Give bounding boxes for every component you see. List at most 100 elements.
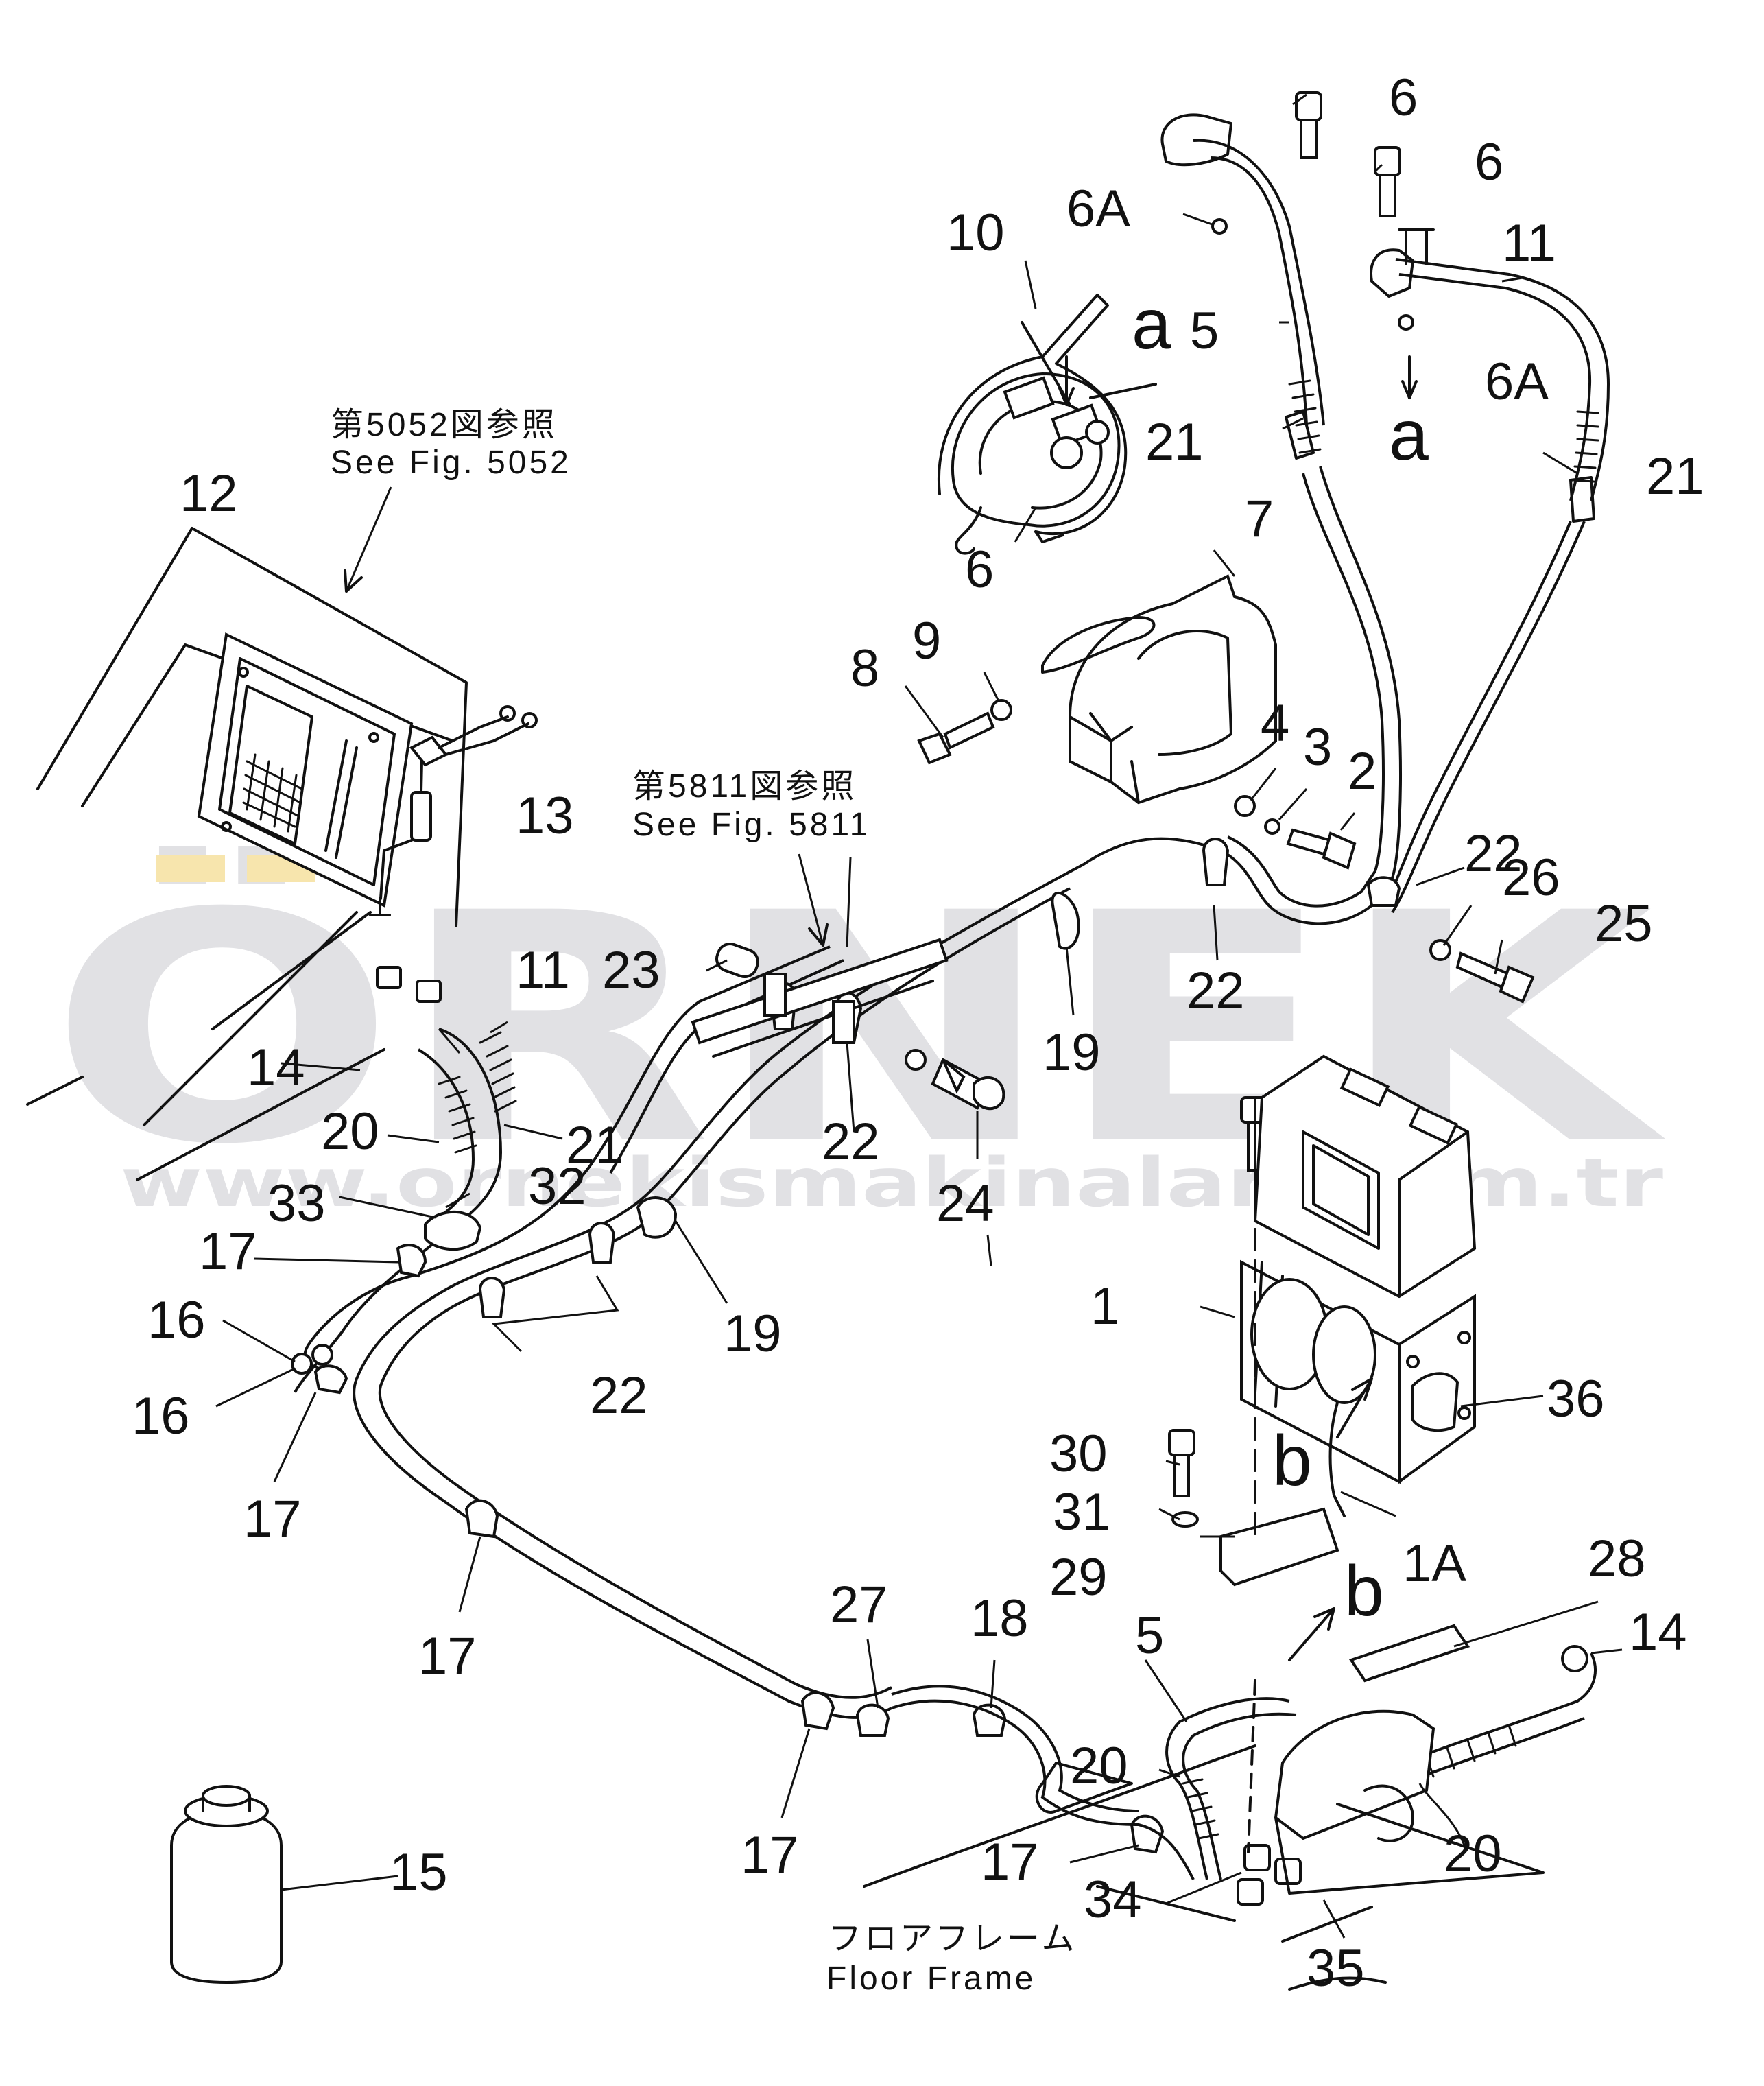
nuts-34-35: [1237, 1844, 1302, 1906]
watermark-accent-left: [156, 855, 225, 882]
callout-16-a: 16: [147, 1291, 206, 1349]
callout-17-c: 17: [418, 1627, 477, 1685]
callout-3: 3: [1303, 718, 1332, 777]
callout-14-left: 14: [247, 1039, 305, 1097]
callout-28: 28: [1588, 1530, 1646, 1588]
callout-16-b: 16: [132, 1387, 190, 1445]
callout-5-low: 5: [1135, 1607, 1164, 1665]
clamp-18: [972, 1703, 1007, 1737]
callout-8: 8: [850, 639, 879, 698]
callout-36: 36: [1547, 1370, 1605, 1428]
callout-12: 12: [180, 464, 238, 523]
callout-11-left: 11: [516, 941, 570, 999]
callout-17-a: 17: [199, 1222, 257, 1281]
callout-19-a: 19: [1042, 1023, 1101, 1082]
callout-24: 24: [936, 1174, 994, 1233]
callout-1: 1: [1090, 1277, 1119, 1336]
callout-20-b: 20: [1070, 1737, 1128, 1795]
bolt-8: [917, 711, 995, 765]
callout-34: 34: [1084, 1871, 1142, 1929]
callout-15: 15: [390, 1843, 448, 1901]
callout-22-a: 22: [1464, 825, 1523, 883]
ac-unit: [1240, 1054, 1477, 1517]
clamp-22-low1: [588, 1222, 616, 1264]
floor-frame-jp: フロアフレーム: [829, 1921, 1077, 1957]
marker-a-right: a: [1389, 396, 1429, 475]
callout-6-right: 6: [1475, 133, 1503, 191]
callout-22-b: 22: [1187, 962, 1245, 1020]
ref-floor-frame: フロアフレーム Floor Frame: [826, 1921, 1077, 1997]
callout-6-comp: 6: [965, 541, 994, 599]
clamp-22-right: [1366, 876, 1401, 907]
bolt-6-top: [1295, 91, 1322, 159]
compressor: [937, 294, 1157, 555]
clamp-22-low2: [478, 1277, 506, 1318]
callout-17-d: 17: [741, 1826, 799, 1884]
callout-1A: 1A: [1403, 1534, 1466, 1593]
controller-panel: [26, 527, 468, 1181]
nuts-top-left: [376, 966, 442, 1003]
clamp-16: [291, 1344, 333, 1375]
clamp-17-a: [396, 1244, 427, 1278]
clamp-19-mid: [636, 1196, 678, 1239]
floor-frame: [863, 1165, 1545, 1991]
pressure-switch: [369, 705, 538, 916]
callout-19-b: 19: [724, 1305, 782, 1363]
callout-32: 32: [528, 1157, 586, 1216]
clamp-17-c: [464, 1499, 499, 1539]
marker-b-floor: b: [1344, 1552, 1384, 1631]
clamp-17-b: [313, 1364, 348, 1395]
compressor-bracket: [1041, 574, 1277, 805]
callout-30: 30: [1049, 1425, 1108, 1483]
callout-2: 2: [1348, 742, 1376, 801]
mesh-icon: [242, 753, 303, 833]
ref-fig-5811: 第5811図参照 See Fig. 5811: [632, 768, 870, 947]
callout-10: 10: [946, 204, 1005, 262]
callout-21-top: 21: [1145, 413, 1204, 471]
callout-31: 31: [1053, 1483, 1111, 1541]
ref-5052-jp: 第5052図参照: [331, 407, 558, 443]
callout-6-top: 6: [1389, 69, 1418, 127]
receiver-drier: [170, 1785, 283, 1984]
bolt-2: [1286, 828, 1357, 870]
callout-27: 27: [830, 1576, 888, 1634]
callout-11-top: 11: [1502, 214, 1556, 272]
clamp-17-d: [800, 1691, 835, 1731]
bolt-24: [942, 1058, 966, 1094]
callout-17-e: 17: [981, 1833, 1039, 1891]
bolt-6-right: [1374, 146, 1401, 217]
callout-6A-right: 6A: [1485, 353, 1549, 411]
clamp-22-upper: [1202, 838, 1230, 886]
bolt-30: [1168, 1429, 1195, 1497]
callout-21-left: 21: [566, 1116, 624, 1174]
callout-23: 23: [602, 941, 660, 999]
callout-35: 35: [1307, 1939, 1365, 1998]
callout-6A-left: 6A: [1066, 180, 1130, 238]
clamp-33: [424, 1210, 482, 1251]
callout-20-a: 20: [321, 1102, 379, 1161]
callout-7: 7: [1245, 490, 1274, 548]
callout-18: 18: [970, 1589, 1029, 1648]
bolt-25: [1455, 951, 1535, 1004]
callout-25: 25: [1595, 894, 1653, 953]
callout-17-b: 17: [243, 1490, 302, 1548]
floor-frame-en: Floor Frame: [826, 1960, 1036, 1997]
callout-13: 13: [516, 787, 574, 845]
callout-20-c: 20: [1444, 1825, 1502, 1883]
callout-22-c: 22: [822, 1113, 880, 1171]
callout-22-d: 22: [590, 1366, 648, 1425]
callout-21-right: 21: [1646, 447, 1704, 506]
ref-5052-en: See Fig. 5052: [331, 445, 571, 481]
marker-a-top: a: [1132, 285, 1171, 364]
ref-fig-5052: 第5052図参照 See Fig. 5052: [331, 407, 571, 593]
marker-b-unit: b: [1272, 1421, 1312, 1501]
clamp-27: [855, 1703, 890, 1737]
callout-9: 9: [912, 612, 941, 670]
callout-14-right: 14: [1629, 1603, 1687, 1661]
ref-5811-en: See Fig. 5811: [632, 807, 870, 843]
callouts: 1 1A 2 3 4 5 5 6 6 6 6A 6A 7 8 9 10 11 1…: [132, 69, 1704, 1998]
leader-lines: [215, 93, 1623, 1939]
ref-5811-jp: 第5811図参照: [632, 768, 857, 805]
callout-26: 26: [1502, 849, 1560, 907]
